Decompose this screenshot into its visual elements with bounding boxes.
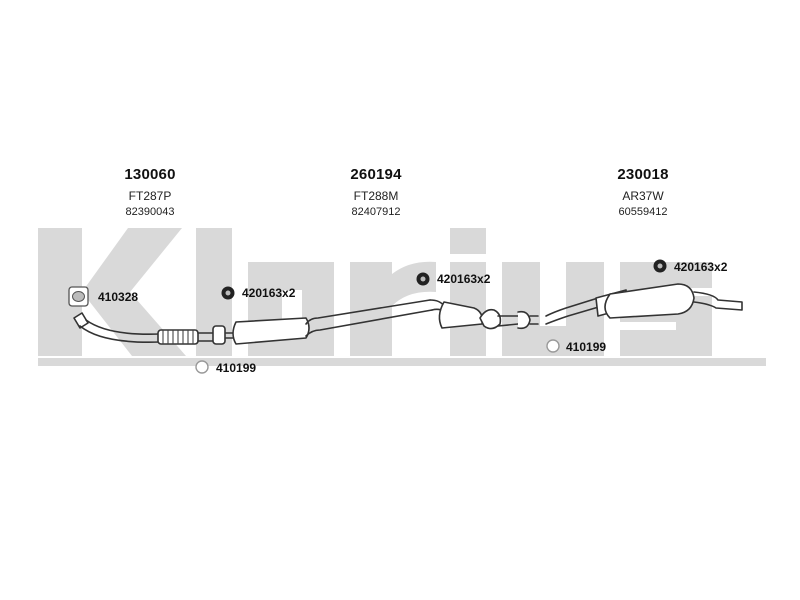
ring-gasket-icon — [546, 339, 560, 353]
rubber-mount-icon — [416, 272, 430, 286]
fitting-label-ring: 410199 — [216, 361, 257, 375]
part-number: 260194 — [350, 166, 402, 183]
fitting-label-mount: 420163x2 — [242, 286, 296, 300]
part-header-front-pipe: 130060 FT287P 82390043 — [70, 166, 230, 218]
part-ref: 60559412 — [618, 206, 668, 218]
ring-gasket-icon — [195, 360, 209, 374]
part-code: FT287P — [128, 189, 172, 203]
front-pipe-130060 — [73, 312, 215, 345]
part-number: 230018 — [617, 166, 669, 183]
fitting-label-mount: 420163x2 — [437, 272, 491, 286]
part-ref: 82407912 — [351, 206, 401, 218]
rubber-mount-icon — [653, 259, 667, 273]
part-number: 130060 — [124, 166, 176, 183]
centre-silencer-260194 — [212, 299, 539, 345]
part-ref: 82390043 — [125, 206, 175, 218]
fitting-label-gasket: 410328 — [98, 290, 139, 304]
part-code: AR37W — [622, 189, 664, 203]
part-code: FT288M — [353, 189, 399, 203]
fitting-label-ring: 410199 — [566, 340, 607, 354]
part-header-rear-silencer: 230018 AR37W 60559412 — [563, 166, 723, 218]
rear-silencer-230018 — [545, 283, 743, 325]
fitting-label-mount: 420163x2 — [674, 260, 728, 274]
part-header-centre-silencer: 260194 FT288M 82407912 — [296, 166, 456, 218]
rubber-mount-icon — [221, 286, 235, 300]
gasket-square-icon — [68, 286, 89, 307]
